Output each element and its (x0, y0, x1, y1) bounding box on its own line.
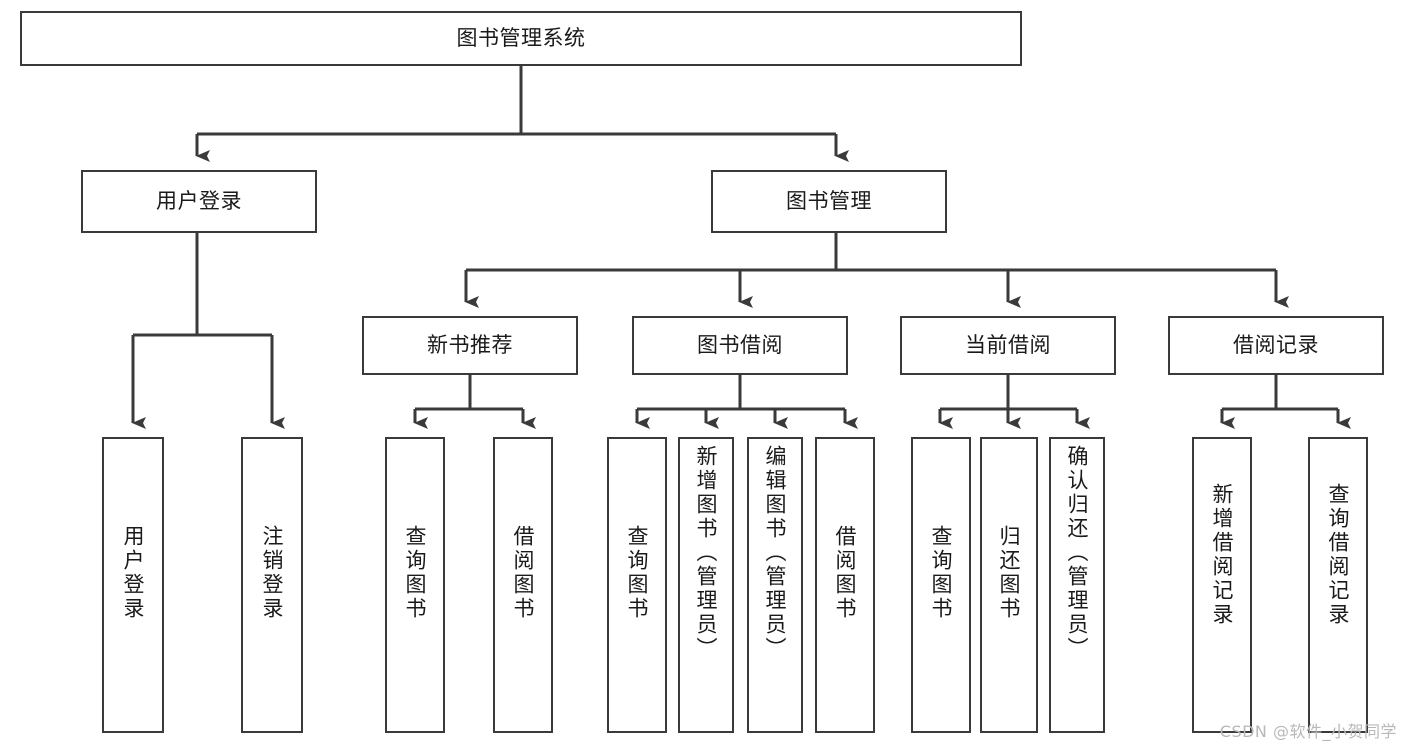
node-current-borrow[interactable]: 当前借阅 (900, 316, 1116, 375)
node-label: 用户登录 (156, 188, 242, 213)
leaf-logout-login[interactable]: 注销登录 (241, 437, 303, 733)
node-label: 确认归还（管理员） (1065, 445, 1090, 661)
leaf-query-borrow-record[interactable]: 查询借阅记录 (1308, 437, 1368, 733)
node-label: 查询图书 (929, 525, 954, 621)
leaf-user-login[interactable]: 用户登录 (102, 437, 164, 733)
leaf-query-book-borrow[interactable]: 查询图书 (607, 437, 667, 733)
node-label: 借阅图书 (833, 525, 858, 621)
node-label: 新增图书（管理员） (694, 445, 719, 661)
node-book-borrow[interactable]: 图书借阅 (632, 316, 848, 375)
node-label: 图书管理 (786, 188, 872, 213)
leaf-confirm-return-admin[interactable]: 确认归还（管理员） (1049, 437, 1105, 733)
leaf-query-book-recommend[interactable]: 查询图书 (385, 437, 445, 733)
node-user-login[interactable]: 用户登录 (81, 170, 317, 233)
node-label: 注销登录 (260, 525, 285, 621)
node-label: 新增借阅记录 (1210, 483, 1235, 627)
node-label: 新书推荐 (427, 332, 513, 357)
leaf-query-book-current[interactable]: 查询图书 (911, 437, 971, 733)
leaf-add-book-admin[interactable]: 新增图书（管理员） (678, 437, 734, 733)
leaf-borrow-book-borrow[interactable]: 借阅图书 (815, 437, 875, 733)
node-label: 用户登录 (121, 525, 146, 621)
node-label: 借阅图书 (511, 525, 536, 621)
node-label: 图书借阅 (697, 332, 783, 357)
leaf-edit-book-admin[interactable]: 编辑图书（管理员） (747, 437, 803, 733)
node-borrow-record[interactable]: 借阅记录 (1168, 316, 1384, 375)
node-label: 归还图书 (997, 525, 1022, 621)
node-label: 图书管理系统 (456, 25, 586, 50)
node-label: 编辑图书（管理员） (763, 445, 788, 661)
node-book-manage[interactable]: 图书管理 (711, 170, 947, 233)
node-label: 借阅记录 (1233, 332, 1319, 357)
node-label: 查询图书 (625, 525, 650, 621)
node-label: 查询图书 (403, 525, 428, 621)
watermark-text: CSDN @软件_小贺同学 (1219, 722, 1397, 741)
leaf-borrow-book-recommend[interactable]: 借阅图书 (493, 437, 553, 733)
node-new-book-recommend[interactable]: 新书推荐 (362, 316, 578, 375)
node-label: 当前借阅 (965, 332, 1051, 357)
node-root-system[interactable]: 图书管理系统 (20, 11, 1022, 66)
leaf-add-borrow-record[interactable]: 新增借阅记录 (1192, 437, 1252, 733)
leaf-return-book[interactable]: 归还图书 (980, 437, 1038, 733)
node-label: 查询借阅记录 (1326, 483, 1351, 627)
